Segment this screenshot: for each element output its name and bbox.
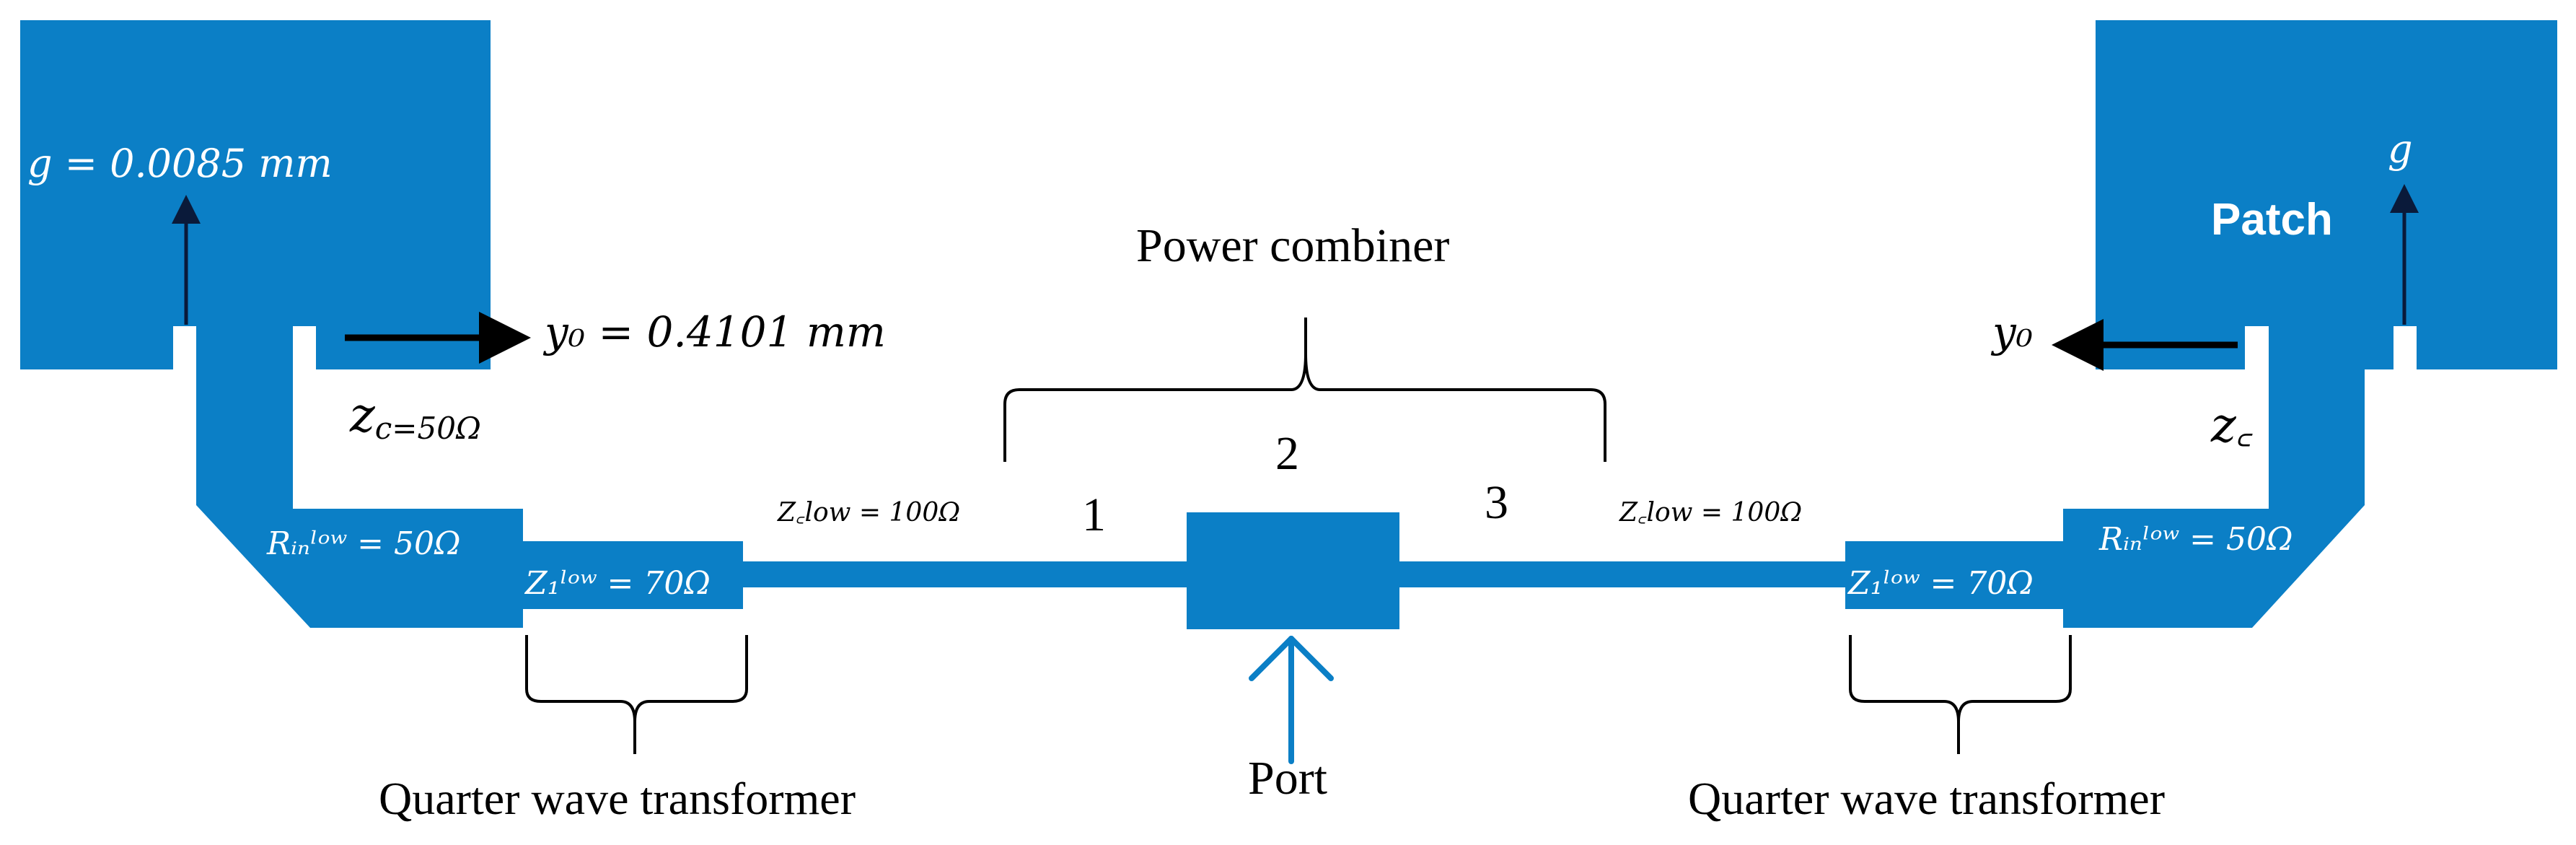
g-left-label: g = 0.0085 mm [27,141,333,186]
right-quarter-wave-brace [1849,635,2072,754]
left-feed-line [196,326,523,628]
power-combiner-label: Power combiner [1136,219,1449,272]
zc-left-label: zc=50Ω [349,388,481,446]
power-combiner-brace [1003,318,1606,462]
quarter-wave-right-label: Quarter wave transformer [1688,773,2165,824]
right-feed-line [2063,326,2365,628]
power-combiner-block [1187,512,1399,629]
z1-left-label: Z₁ˡᵒʷ = 70Ω [524,565,711,602]
y0-left-label: y₀ = 0.4101 mm [542,307,886,356]
zc-low-right-label: Z꜀low = 100Ω [1619,498,1802,527]
zc-low-left-label: Z꜀low = 100Ω [777,498,960,527]
section-number-3: 3 [1485,476,1508,529]
quarter-wave-left-label: Quarter wave transformer [379,773,856,824]
rin-left-label: Rᵢₙˡᵒʷ = 50Ω [266,525,460,562]
section-number-1: 1 [1082,489,1106,541]
z1-right-label: Z₁ˡᵒʷ = 70Ω [1847,565,2034,602]
patch-label: Patch [2211,195,2333,245]
right-quarter-wave-section [1845,541,2065,609]
left-quarter-wave-brace [525,635,748,754]
y0-right-label: y₀ [1990,307,2033,356]
right-patch [2096,20,2557,369]
left-100-ohm-line [743,561,1187,587]
section-number-2: 2 [1275,427,1299,480]
zc-right-label: z꜀ [2210,398,2253,453]
left-patch [20,20,491,369]
rin-right-label: Rᵢₙˡᵒʷ = 50Ω [2098,521,2293,558]
port-label: Port [1248,752,1327,805]
left-quarter-wave-section [523,541,743,609]
g-right-label: g [2388,126,2413,172]
port-arrow [1249,636,1334,764]
right-100-ohm-line [1399,561,1847,587]
